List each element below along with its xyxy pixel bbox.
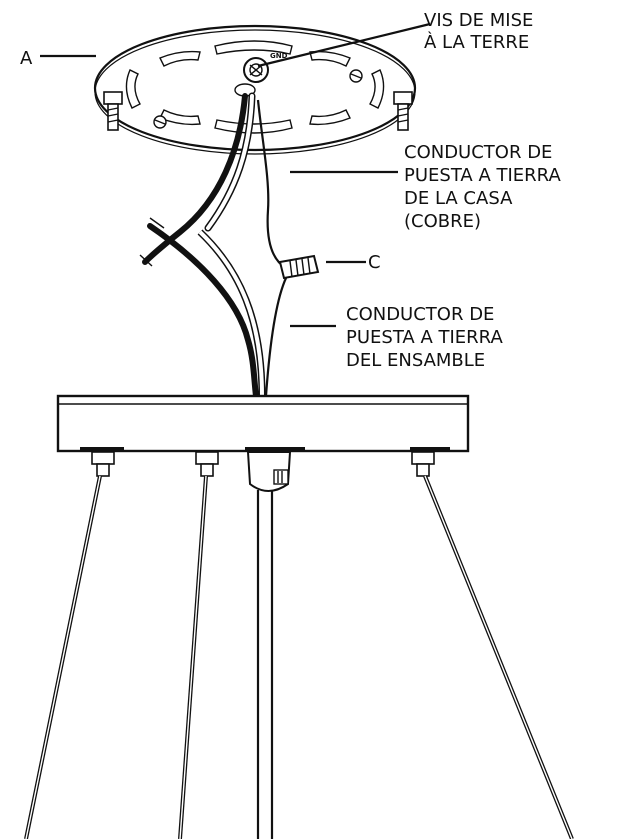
label-vis-line1: VIS DE MISE	[424, 10, 533, 31]
cable-grips	[91, 451, 435, 477]
label-a: A	[20, 48, 33, 69]
strain-relief	[246, 451, 292, 492]
left-mounting-screw	[103, 91, 123, 131]
label-house-line2: PUESTA A TIERRA	[404, 165, 561, 186]
mounting-plate: GND	[93, 24, 417, 155]
suspension-cables	[24, 475, 574, 839]
label-house-line3: DE LA CASA	[404, 188, 513, 209]
label-assembly-line2: PUESTA A TIERRA	[346, 327, 503, 348]
label-house-line1: CONDUCTOR DE	[404, 142, 552, 163]
label-assembly-line3: DEL ENSAMBLE	[346, 350, 485, 371]
right-mounting-screw	[393, 91, 413, 131]
leader-lines	[40, 22, 431, 328]
gnd-mark: GND	[270, 52, 288, 60]
label-assembly-line1: CONDUCTOR DE	[346, 304, 494, 325]
canopy	[56, 394, 470, 453]
label-vis-line2: À LA TERRE	[424, 31, 529, 53]
wires	[139, 92, 320, 399]
label-c: C	[368, 252, 381, 273]
label-house-line4: (COBRE)	[404, 211, 481, 232]
